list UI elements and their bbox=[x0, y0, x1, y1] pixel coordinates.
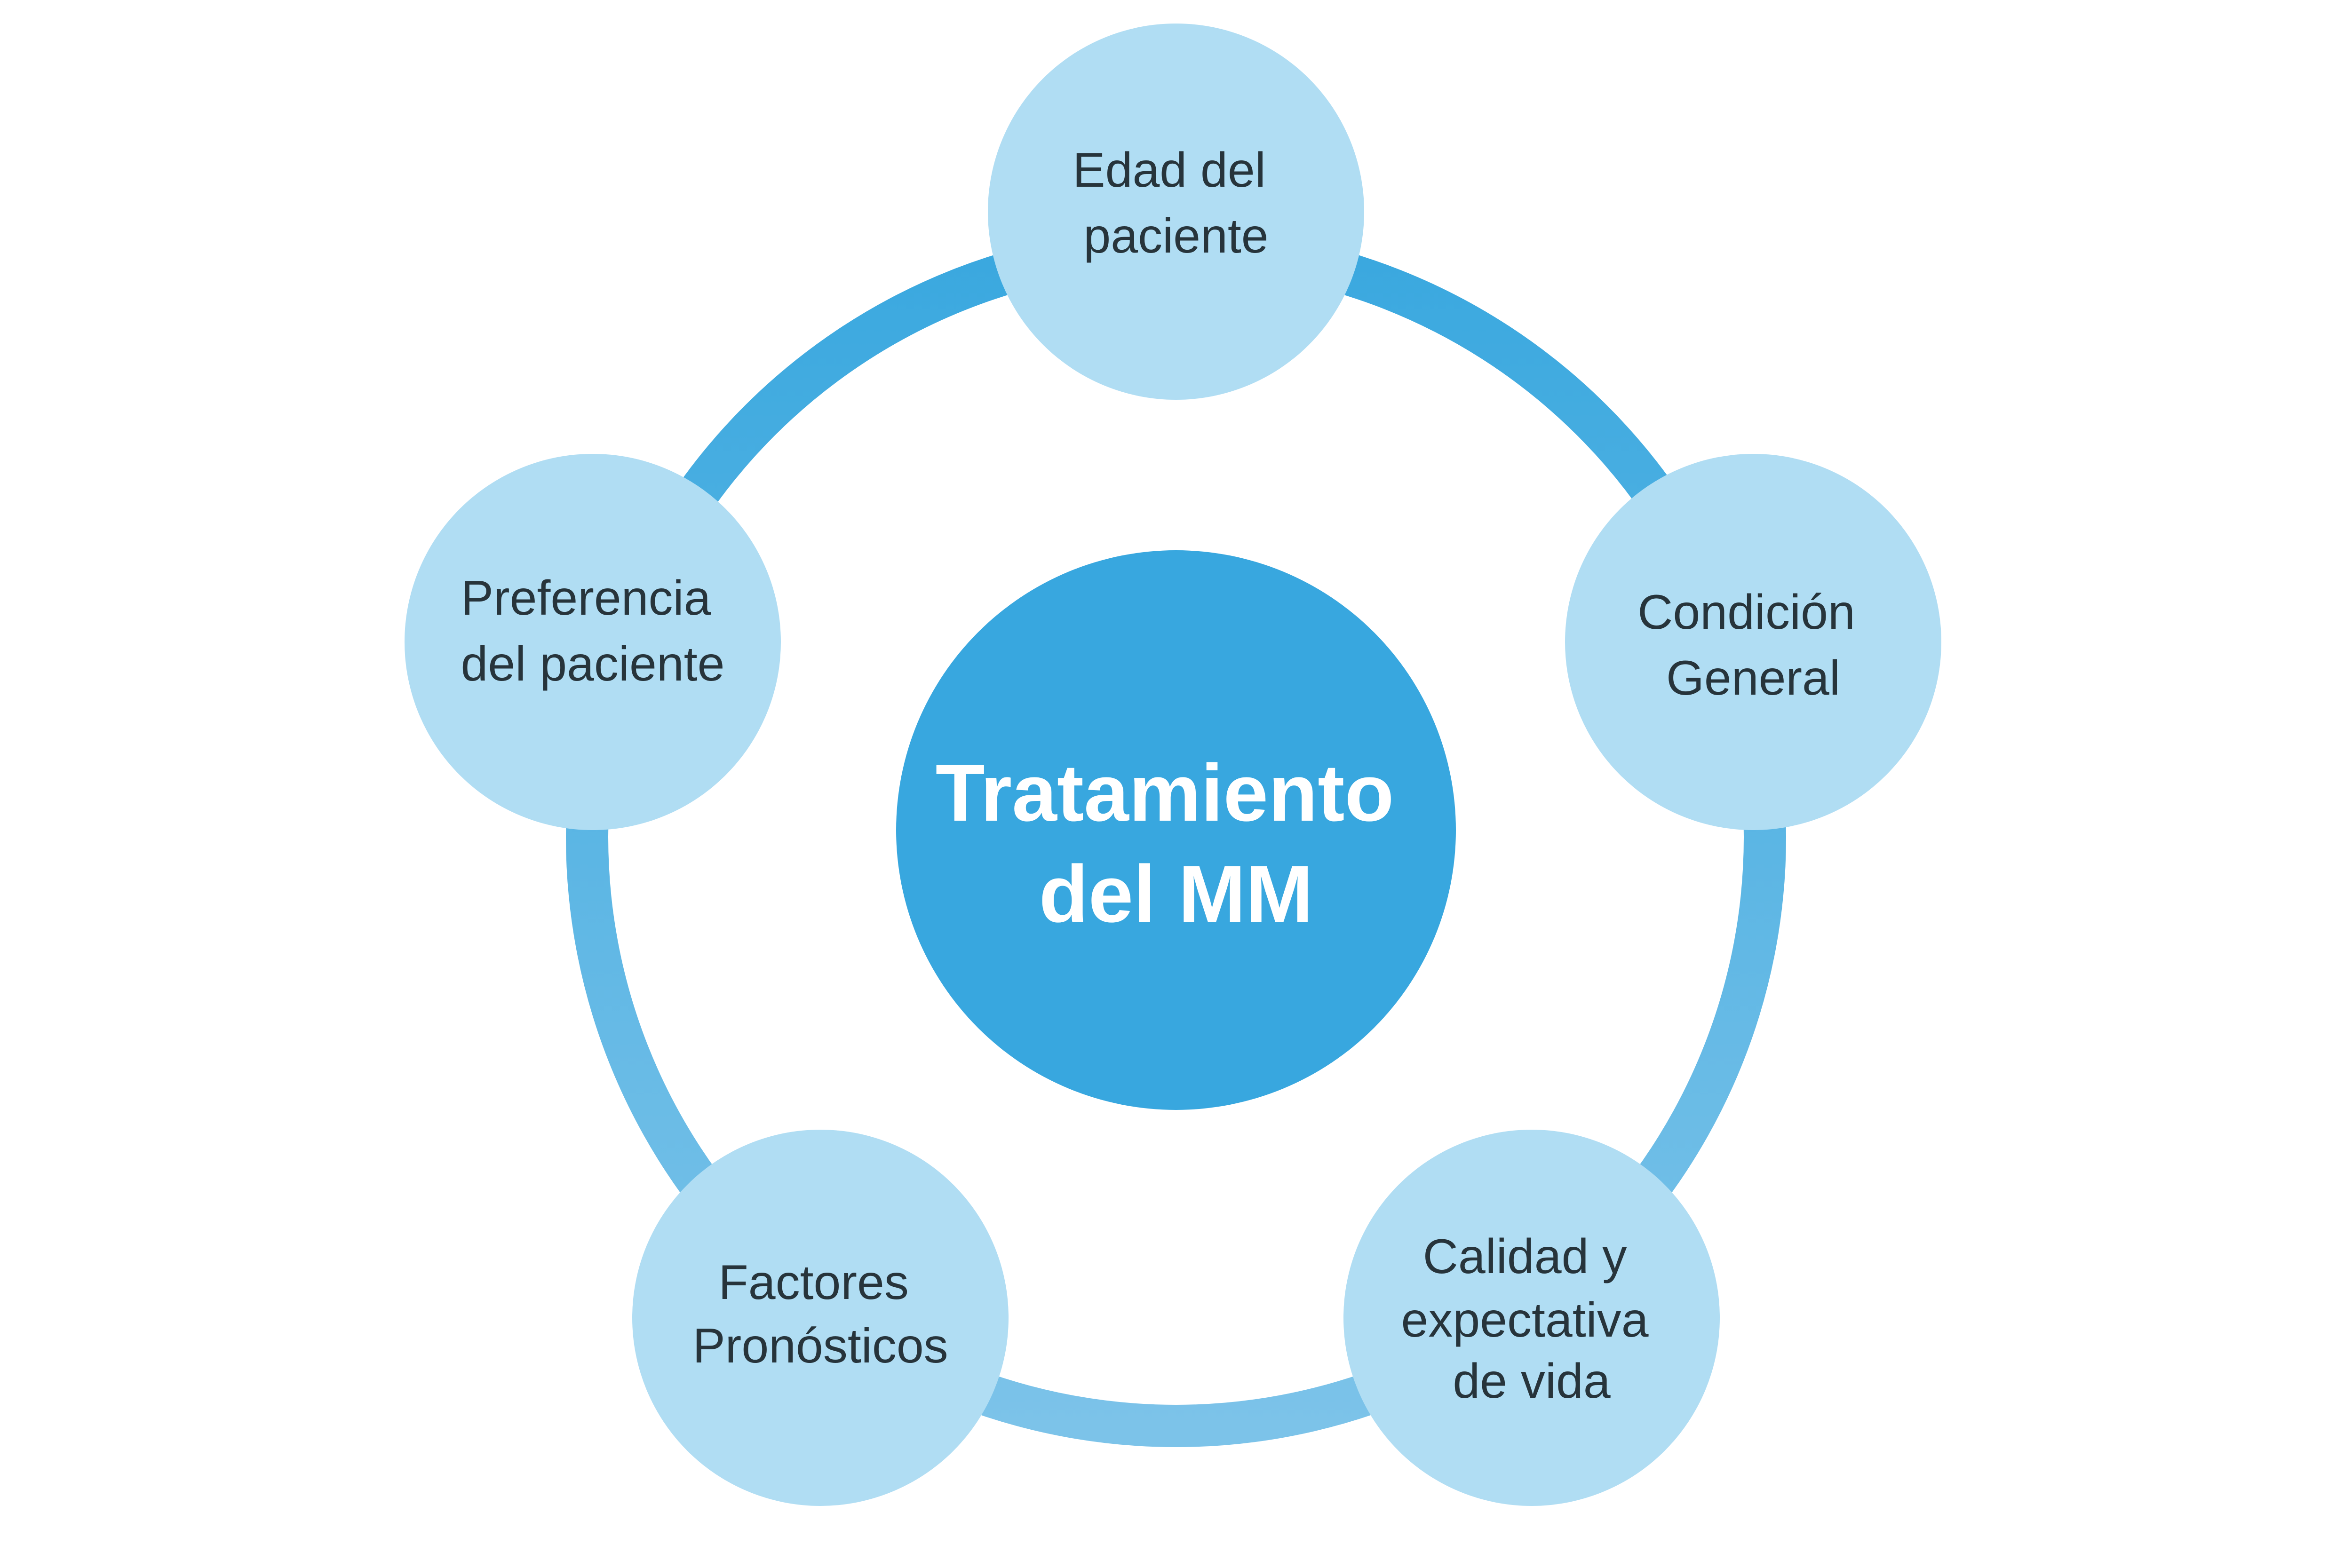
center-label-line: del MM bbox=[1039, 849, 1313, 939]
center-label: Tratamiento del MM bbox=[936, 748, 1417, 939]
node-label-line: Edad del bbox=[1073, 143, 1266, 198]
node-label-line: Condición bbox=[1637, 585, 1855, 640]
node-label: Calidad y expectativa de vida bbox=[1401, 1229, 1662, 1409]
node-label-line: Factores bbox=[718, 1255, 909, 1310]
node-label-line: de vida bbox=[1453, 1354, 1611, 1409]
node-preferencia-del-paciente: Preferencia del paciente bbox=[405, 454, 781, 830]
node-label: Factores Pronósticos bbox=[692, 1255, 948, 1373]
node-condicion-general: Condición General bbox=[1565, 454, 1941, 830]
node-circle bbox=[632, 1130, 1009, 1506]
node-factores-pronosticos: Factores Pronósticos bbox=[632, 1130, 1009, 1506]
node-label: Edad del paciente bbox=[1073, 143, 1279, 263]
node-label: Condición General bbox=[1637, 585, 1868, 705]
node-label-line: paciente bbox=[1083, 209, 1268, 263]
node-label-line: del paciente bbox=[461, 637, 725, 691]
node-circle bbox=[1343, 1130, 1720, 1506]
node-circle bbox=[1565, 454, 1941, 830]
node-label-line: Preferencia bbox=[461, 571, 711, 626]
node-circle bbox=[405, 454, 781, 830]
node-label-line: Pronósticos bbox=[692, 1319, 948, 1373]
node-label: Preferencia del paciente bbox=[461, 571, 725, 691]
node-label-line: expectativa bbox=[1401, 1293, 1649, 1347]
node-calidad-y-expectativa-de-vida: Calidad y expectativa de vida bbox=[1343, 1130, 1720, 1506]
center-circle bbox=[896, 550, 1456, 1110]
node-label-line: Calidad y bbox=[1423, 1229, 1627, 1284]
node-circle bbox=[988, 24, 1364, 400]
node-label-line: General bbox=[1666, 651, 1840, 705]
center-label-line: Tratamiento bbox=[936, 748, 1394, 838]
node-edad-del-paciente: Edad del paciente bbox=[988, 24, 1364, 400]
